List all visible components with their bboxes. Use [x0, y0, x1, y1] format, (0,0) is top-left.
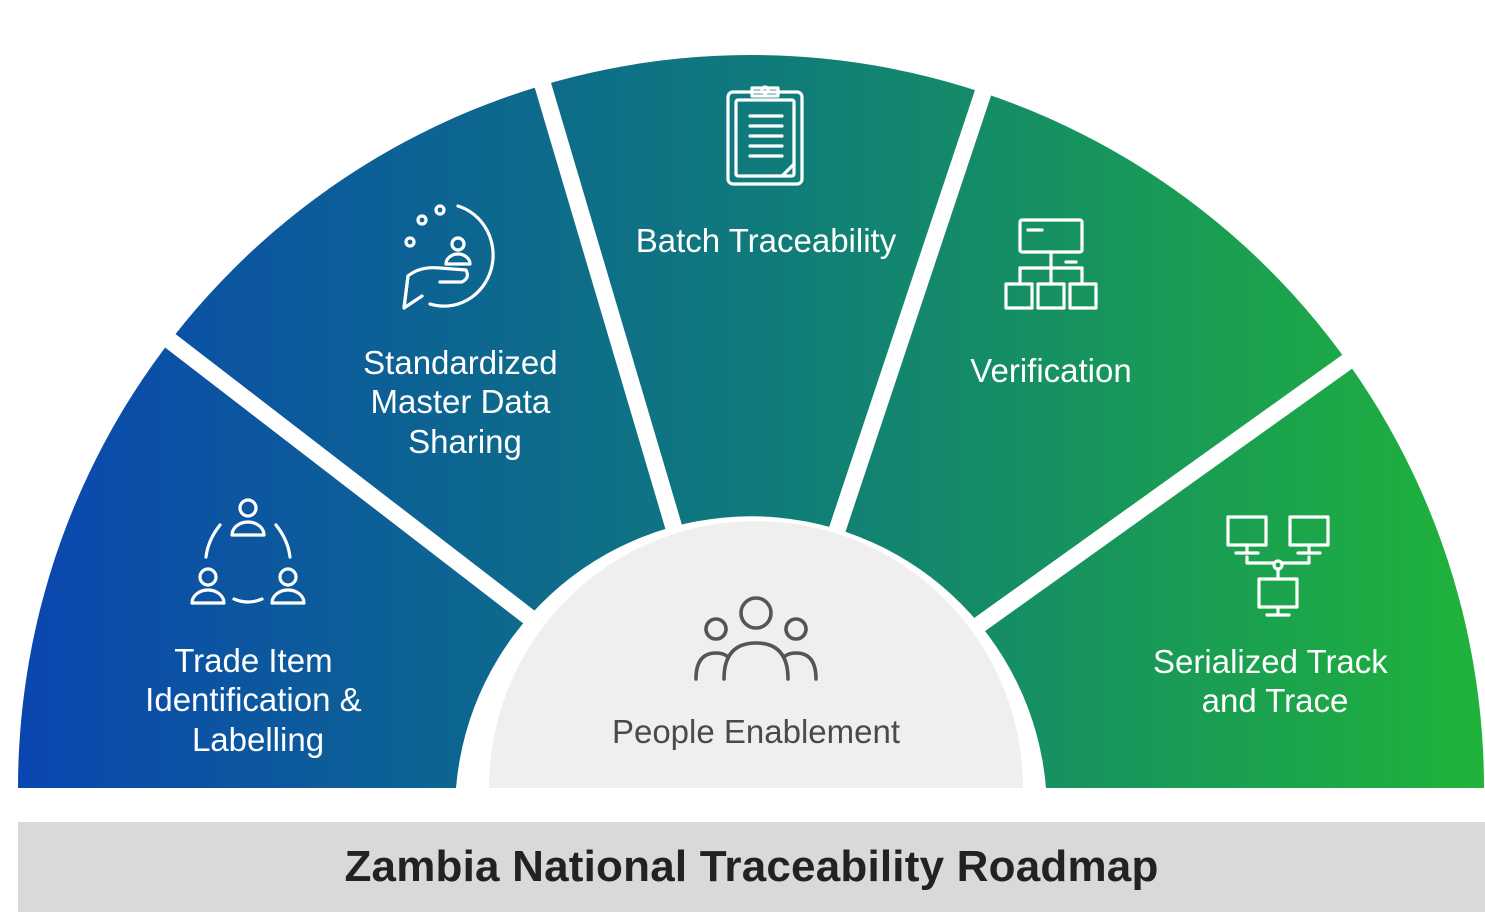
center-hub: [489, 521, 1023, 788]
clipboard-icon: [726, 85, 804, 186]
segment-label-batch: Batch Traceability: [636, 222, 897, 259]
outer-arc: [18, 55, 1484, 788]
segment-label-trade: Trade Item Identification & Labelling: [145, 642, 371, 758]
footer-bar: Zambia National Traceability Roadmap: [18, 822, 1485, 912]
hierarchy-icon: [1004, 218, 1098, 310]
roadmap-title: Zambia National Traceability Roadmap: [344, 842, 1159, 891]
traceability-roadmap-diagram: Trade Item Identification & Labelling St…: [0, 55, 1485, 800]
center-label: People Enablement: [612, 713, 900, 750]
segment-label-serialized: Serialized Track and Trace: [1153, 643, 1397, 719]
hand-sharing-icon: [402, 204, 495, 310]
baseline-gap: [0, 788, 1485, 800]
group-people-icon: [694, 596, 818, 681]
people-cycle-icon: [190, 498, 306, 605]
network-computers-icon: [1226, 515, 1330, 617]
segment-label-master-data: Standardized Master Data Sharing: [363, 344, 567, 460]
segment-label-verification: Verification: [970, 352, 1131, 389]
